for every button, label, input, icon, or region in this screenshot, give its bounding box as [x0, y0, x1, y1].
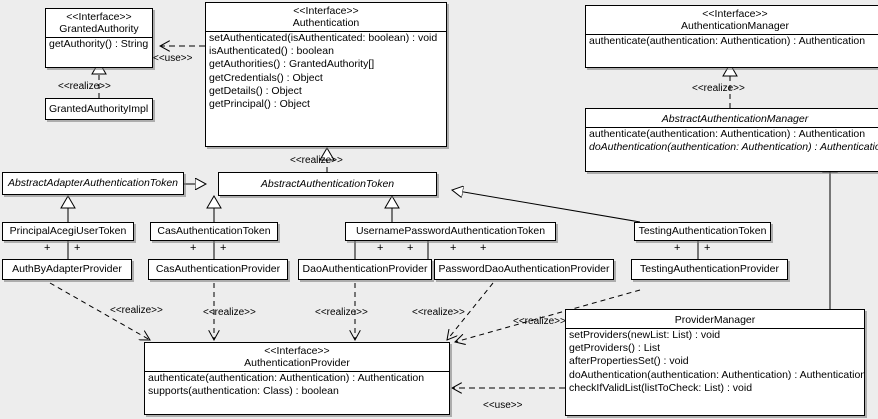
class-granted-authority[interactable]: <<Interface>> GrantedAuthority getAuthor…	[45, 8, 153, 68]
class-name: AuthenticationManager	[681, 20, 789, 32]
class-name: PrincipalAcegiUserToken	[9, 225, 127, 237]
edge-label-realize-cas: <<realize>>	[203, 307, 256, 318]
association-plus-marker: +	[674, 242, 681, 254]
class-name: Authentication	[292, 17, 360, 29]
class-auth-by-adapter-provider[interactable]: AuthByAdapterProvider	[2, 259, 132, 280]
class-name: UsernamePasswordAuthenticationToken	[355, 225, 546, 237]
operation: authenticate(authentication: Authenticat…	[589, 35, 866, 47]
edge-label-realize-grantedauthorityimpl: <<realize>>	[58, 81, 111, 92]
edge-label-realize-authbyadapter: <<realize>>	[110, 305, 163, 316]
class-abstract-adapter-authentication-token[interactable]: AbstractAdapterAuthenticationToken	[2, 172, 184, 195]
class-cas-authentication-token[interactable]: CasAuthenticationToken	[150, 222, 278, 241]
operation: getPrincipal() : Object	[209, 98, 310, 111]
association-plus-marker: +	[44, 242, 51, 254]
stereotype-label: <<Interface>>	[702, 8, 768, 20]
association-plus-marker: +	[190, 242, 197, 254]
edge-label-realize-abstractauthenticationmanager: <<realize>>	[692, 83, 745, 94]
operation: getDetails() : Object	[209, 84, 302, 97]
class-abstract-authentication-manager[interactable]: AbstractAuthenticationManager authentica…	[585, 108, 878, 172]
edge-label-realize-abstractauthenticationtoken: <<realize>>	[290, 155, 343, 166]
association-plus-marker: +	[407, 242, 414, 254]
class-header: <<Interface>> AuthenticationManager	[586, 6, 878, 34]
class-principal-acegi-user-token[interactable]: PrincipalAcegiUserToken	[2, 222, 134, 241]
class-dao-authentication-provider[interactable]: DaoAuthenticationProvider	[298, 259, 432, 280]
class-name: GrantedAuthority	[59, 23, 139, 35]
class-name: CasAuthenticationToken	[157, 225, 271, 237]
class-header: <<Interface>> Authentication	[206, 3, 446, 31]
operations-compartment: authenticate(authentication: Authenticat…	[145, 372, 449, 398]
class-name: AuthenticationProvider	[244, 357, 350, 369]
operation: getCredentials() : Object	[209, 71, 323, 84]
class-authentication[interactable]: <<Interface>> Authentication setAuthenti…	[205, 2, 447, 147]
class-authentication-manager[interactable]: <<Interface>> AuthenticationManager auth…	[585, 5, 878, 68]
operation: checkIfValidList(listToCheck: List) : vo…	[569, 381, 753, 394]
stereotype-label: <<Interface>>	[264, 345, 330, 357]
operations-compartment: setProviders(newList: List) : void getPr…	[566, 329, 864, 395]
compartment-divider	[586, 34, 878, 35]
class-granted-authority-impl[interactable]: GrantedAuthorityImpl	[45, 98, 153, 120]
operation: doAuthentication(authentication: Authent…	[569, 368, 865, 381]
association-plus-marker: +	[74, 242, 81, 254]
association-plus-marker: +	[450, 242, 457, 254]
compartment-divider	[206, 31, 446, 32]
association-plus-marker: +	[480, 242, 487, 254]
operation: setProviders(newList: List) : void	[569, 329, 721, 341]
class-header: AbstractAuthenticationManager	[586, 109, 878, 127]
association-plus-marker: +	[704, 242, 711, 254]
class-abstract-authentication-token[interactable]: AbstractAuthenticationToken	[218, 172, 437, 196]
stereotype-label: <<Interface>>	[66, 11, 132, 23]
class-name: AuthByAdapterProvider	[12, 263, 122, 275]
operation: isAuthenticated() : boolean	[209, 45, 334, 58]
class-name: CasAuthenticationProvider	[155, 263, 281, 275]
association-plus-marker: +	[220, 242, 227, 254]
operation: getAuthority() : String	[49, 38, 149, 50]
class-name: TestingAuthenticationProvider	[640, 263, 779, 275]
operation: getAuthorities() : GrantedAuthority[]	[209, 58, 375, 71]
class-authentication-provider[interactable]: <<Interface>> AuthenticationProvider aut…	[144, 342, 450, 415]
class-cas-authentication-provider[interactable]: CasAuthenticationProvider	[148, 259, 288, 280]
class-provider-manager[interactable]: ProviderManager setProviders(newList: Li…	[565, 309, 865, 416]
class-password-dao-authentication-provider[interactable]: PasswordDaoAuthenticationProvider	[434, 259, 614, 280]
edge-label-realize-passworddao: <<realize>>	[412, 307, 465, 318]
compartment-divider	[586, 127, 878, 128]
class-name: PasswordDaoAuthenticationProvider	[438, 263, 610, 275]
class-testing-authentication-token[interactable]: TestingAuthenticationToken	[634, 222, 771, 241]
class-header: ProviderManager	[566, 310, 864, 328]
operation: authenticate(authentication: Authenticat…	[148, 372, 425, 384]
association-plus-marker: +	[377, 242, 384, 254]
edge-label-realize-testing: <<realize>>	[513, 316, 566, 327]
compartment-divider	[566, 328, 864, 329]
class-name: ProviderManager	[674, 314, 756, 326]
class-name: GrantedAuthorityImpl	[49, 102, 149, 115]
compartment-divider	[145, 371, 449, 372]
operation: doAuthentication(authentication: Authent…	[589, 141, 878, 154]
class-name: DaoAuthenticationProvider	[302, 263, 428, 275]
class-testing-authentication-provider[interactable]: TestingAuthenticationProvider	[631, 259, 788, 280]
operations-compartment: getAuthority() : String	[46, 38, 152, 51]
operation: supports(authentication: Class) : boolea…	[148, 385, 339, 398]
stereotype-label: <<Interface>>	[293, 5, 359, 17]
class-header: <<Interface>> AuthenticationProvider	[145, 343, 449, 371]
class-name: AbstractAuthenticationToken	[260, 177, 395, 190]
class-name: AbstractAuthenticationManager	[661, 113, 809, 125]
edge-label-realize-dao: <<realize>>	[315, 307, 368, 318]
class-header: <<Interface>> GrantedAuthority	[46, 9, 152, 37]
edge-label-use-providermanager-authenticationprovider: <<use>>	[483, 400, 523, 411]
operation: authenticate(authentication: Authenticat…	[589, 128, 866, 140]
operation: afterPropertiesSet() : void	[569, 355, 689, 368]
class-username-password-authentication-token[interactable]: UsernamePasswordAuthenticationToken	[345, 222, 556, 241]
operations-compartment: setAuthenticated(isAuthenticated: boolea…	[206, 32, 446, 111]
compartment-divider	[46, 37, 152, 38]
operation: setAuthenticated(isAuthenticated: boolea…	[209, 32, 438, 44]
class-name: AbstractAdapterAuthenticationToken	[7, 177, 179, 189]
operations-compartment: authenticate(authentication: Authenticat…	[586, 35, 878, 48]
operations-compartment: authenticate(authentication: Authenticat…	[586, 128, 878, 154]
edge-label-use-authentication-grantedauthority: <<use>>	[153, 53, 193, 64]
operation: getProviders() : List	[569, 342, 661, 355]
class-name: TestingAuthenticationToken	[638, 225, 767, 237]
